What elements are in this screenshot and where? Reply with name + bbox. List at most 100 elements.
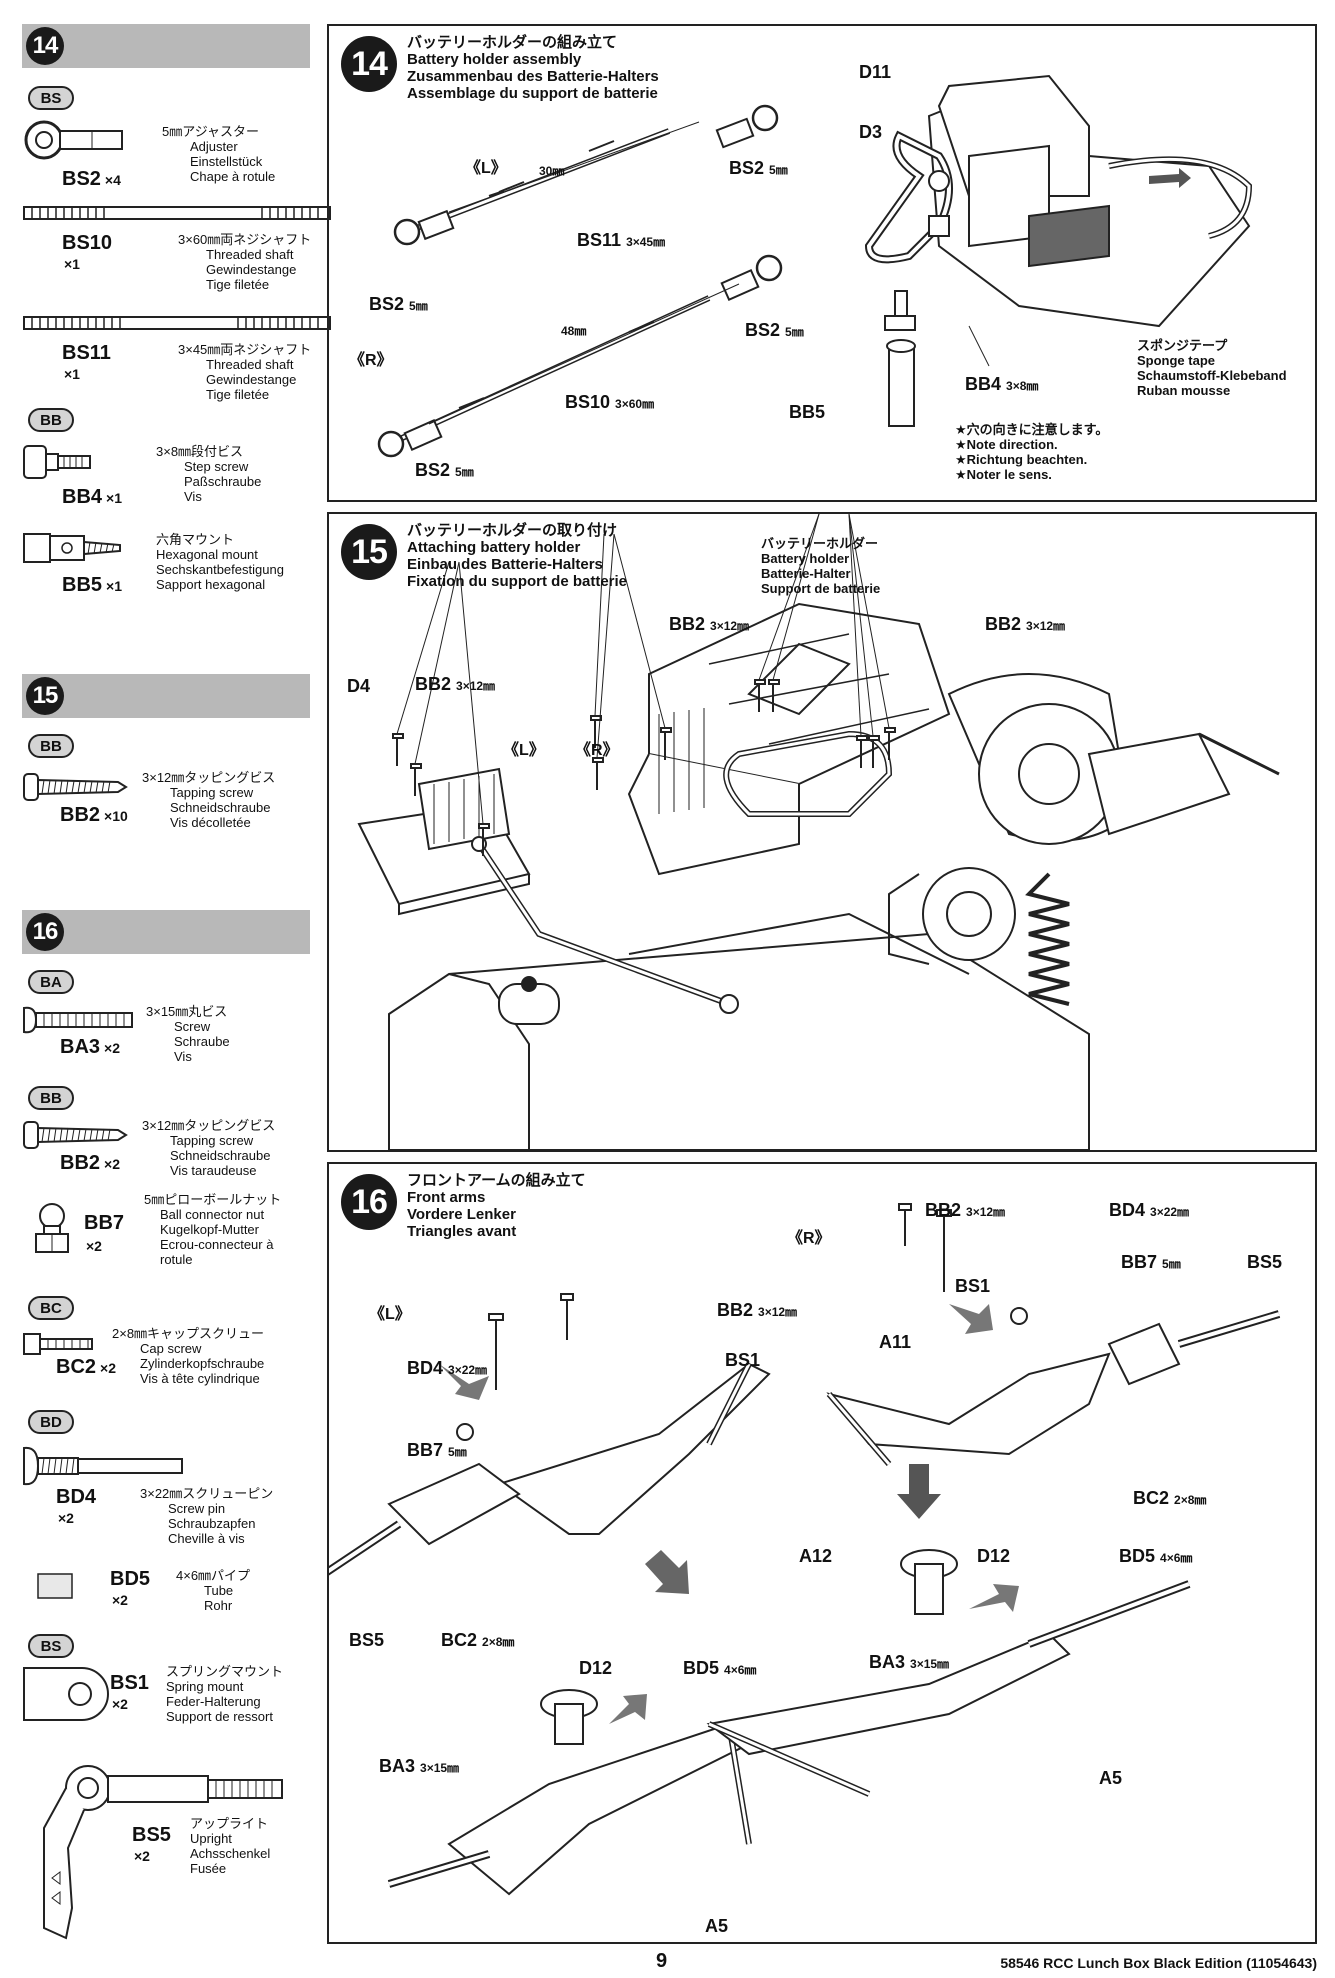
screw-pin-icon [23,1446,183,1486]
part-callout: BS2 5㎜ [369,294,428,315]
callout-code: BA3 [379,1756,416,1776]
left-side-label: 《L》 [465,160,507,177]
part-qty: ×1 [106,490,122,506]
part-qty: ×2 [58,1510,74,1526]
bag-label: BA [28,970,74,994]
bag-label: BC [28,1296,74,1320]
callout-code: BS2 [369,294,405,314]
callout-size: 3×22㎜ [448,1363,488,1377]
part-name-en: Threaded shaft [206,247,294,262]
part-code: BC2 [56,1356,97,1378]
part-callout: BS2 5㎜ [729,158,788,179]
callout-code: BD4 [1109,1200,1146,1220]
right-side-label: 《R》 [575,742,619,759]
tapping-screw-icon [23,773,128,801]
callout-size: 3×12㎜ [758,1305,798,1319]
part-callout: BD5 4×6㎜ [1119,1546,1192,1567]
part-code: BS11 [62,342,111,364]
sponge-jp: スポンジテープ [1137,338,1228,353]
callout-size: 3×15㎜ [910,1657,950,1671]
part-name-jp: 5㎜アジャスター [162,124,260,139]
part-name-en: Step screw [184,459,249,474]
part-callout: D11 [859,62,892,82]
bag-label: BB [28,408,74,432]
step-title: フロントアームの組み立て Front arms Vordere Lenker T… [407,1172,586,1240]
part-name-en: Spring mount [166,1679,244,1694]
sponge-fr: Ruban mousse [1137,383,1231,398]
part-qty: ×2 [134,1848,150,1864]
threaded-shaft-60-icon [23,206,331,220]
part-name-fr-cont: rotule [160,1252,193,1267]
part-code: BS2 [62,168,101,190]
part-name-de: Achsschenkel [190,1846,271,1861]
bag-label: BB [28,1086,74,1110]
part-name-de: Rohr [204,1598,233,1613]
part-name-de: Schraube [174,1034,230,1049]
part-code: BS10 [62,232,113,254]
part-callout: BB2 3×12㎜ [925,1200,1005,1221]
callout-code: BB4 [965,374,1002,394]
direction-note: ★穴の向きに注意します。 ★Note direction. ★Richtung … [955,422,1108,482]
callout-size: 5㎜ [409,299,428,313]
part-callout: BA3 3×15㎜ [869,1652,949,1673]
bag-label: BS [28,1634,74,1658]
callout-code: BS10 [565,392,611,412]
callout-size: 3×12㎜ [710,619,750,633]
holder-de: Batterie-Halter [761,566,851,581]
holder-jp: バッテリーホルダー [761,536,879,551]
part-name-de: Paßschraube [184,474,262,489]
step-number-badge: 16 [341,1174,397,1230]
part-qty: ×2 [112,1592,128,1608]
step-16-panel: 16 フロントアームの組み立て Front arms Vordere Lenke… [327,1162,1317,1944]
hexagonal-mount-icon [23,533,121,563]
callout-code: BS2 [729,158,765,178]
callout-size: 2×8㎜ [482,1635,515,1649]
part-name-jp: スプリングマウント [166,1664,284,1679]
part-code: BB2 [60,804,101,826]
part-name-en: Tapping screw [170,785,254,800]
part-callout: BS1 [955,1276,991,1296]
title-fr: Triangles avant [407,1223,517,1240]
callout-code: BS2 [745,320,781,340]
left-side-label: 《L》 [503,742,545,759]
part-callout: D12 [579,1658,613,1678]
step-number-badge: 15 [26,677,64,715]
part-name-fr: Vis à tête cylindrique [140,1371,260,1386]
holder-en: Battery holder [761,551,850,566]
callout-size: 5㎜ [785,325,804,339]
note-fr: ★Noter le sens. [955,467,1052,482]
ball-connector-nut-icon [35,1203,69,1253]
callout-size: 3×8㎜ [1006,379,1039,393]
step-14-header: 14 [22,24,310,68]
part-name-en: Tapping screw [170,1133,254,1148]
part-code: BS1 [110,1672,149,1694]
part-name-en: Adjuster [190,139,238,154]
callout-size: 3×60㎜ [615,397,655,411]
title-de: Vordere Lenker [407,1206,516,1223]
callout-code: BA3 [869,1652,906,1672]
right-side-label: 《R》 [787,1230,831,1247]
callout-code: BB7 [1121,1252,1158,1272]
part-name-en: Screw pin [168,1501,226,1516]
callout-code: BB2 [415,674,452,694]
title-jp: バッテリーホルダーの組み立て [407,34,618,51]
part-name-jp: 3×8㎜段付ビス [156,444,244,459]
part-code: BD5 [110,1568,151,1590]
title-jp: フロントアームの組み立て [407,1172,586,1189]
step-screw-icon [23,445,91,479]
part-callout: BS2 5㎜ [415,460,474,481]
callout-code: BD5 [1119,1546,1156,1566]
title-fr: Fixation du support de batterie [407,573,628,590]
title-en: Battery holder assembly [407,51,582,68]
part-name-de: Gewindestange [206,262,297,277]
callout-code: BB2 [985,614,1022,634]
callout-code: BB2 [925,1200,962,1220]
part-name-en: Upright [190,1831,232,1846]
part-callout: BS2 5㎜ [745,320,804,341]
step-title: バッテリーホルダーの取り付け Attaching battery holder … [407,522,627,590]
part-callout: BB7 5㎜ [1121,1252,1181,1273]
part-callout: BD5 4×6㎜ [683,1658,756,1679]
part-name-de: Schraubzapfen [168,1516,256,1531]
part-callout: BC2 2×8㎜ [441,1630,514,1651]
sponge-en: Sponge tape [1137,353,1216,368]
